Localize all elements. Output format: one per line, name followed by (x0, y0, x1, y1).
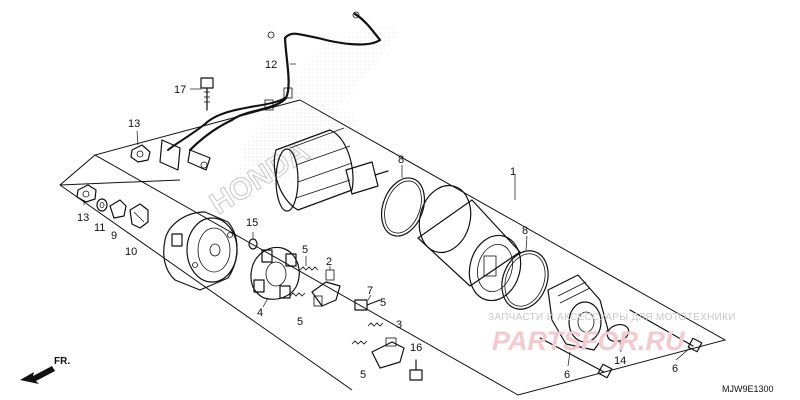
front-cover (547, 274, 609, 351)
callout-5c: 5 (380, 297, 386, 309)
part-7-terminal-bolt (354, 299, 381, 311)
part-8-oring-rear (501, 250, 549, 310)
callout-16: 16 (410, 342, 422, 354)
callout-5a: 5 (302, 244, 308, 256)
callout-13a: 13 (128, 118, 140, 130)
wire-harness (159, 11, 382, 171)
watermark-logo: PARTSFOR.RU (492, 326, 686, 356)
part-13-nut-upper (130, 144, 151, 163)
part-16-screw (409, 359, 423, 381)
diagram-code: MJW9E1300 (722, 384, 774, 394)
callout-8a: 8 (398, 154, 404, 166)
part-2-brush-plate (311, 269, 341, 307)
callout-4: 4 (257, 307, 263, 319)
callout-6b: 6 (672, 363, 678, 375)
assembly-frame (59, 99, 727, 396)
callout-labels: 1 2 3 4 5 5 5 5 6 6 7 8 8 9 10 11 12 13 … (77, 59, 678, 381)
callout-15: 15 (246, 217, 258, 229)
callout-17: 17 (174, 84, 186, 96)
callout-8b: 8 (522, 225, 528, 237)
motor-yoke (417, 184, 522, 302)
part-14-oring (606, 323, 630, 343)
part-4-brush-holder (250, 246, 300, 300)
part-8-oring-front (380, 177, 426, 237)
callout-7: 7 (367, 285, 373, 297)
part-17-bolt (200, 77, 214, 111)
callout-9: 9 (111, 230, 117, 242)
callout-13b: 13 (77, 212, 89, 224)
part-15-washer (248, 238, 258, 250)
callout-6a: 6 (564, 369, 570, 381)
leader-lines (83, 63, 691, 367)
part-3-brush (371, 337, 405, 369)
callout-11: 11 (94, 222, 105, 234)
armature (273, 127, 389, 212)
callout-14: 14 (614, 355, 626, 367)
part-6-long-bolts (539, 309, 703, 379)
terminal-hardware (76, 184, 149, 229)
callout-10: 10 (125, 246, 137, 258)
callout-3: 3 (396, 319, 402, 331)
watermark-caption: ЗАПЧАСТИ И АКСЕССУАРЫ ДЛЯ МОТОТЕХНИКИ (488, 312, 736, 323)
callout-1: 1 (510, 166, 516, 178)
callout-12: 12 (265, 59, 277, 71)
rear-housing (163, 211, 238, 291)
callout-2: 2 (326, 256, 332, 268)
callout-5b: 5 (297, 316, 303, 328)
front-label: FR. (54, 356, 70, 367)
honda-wing-watermark: HONDA (204, 27, 400, 221)
springs (289, 266, 384, 345)
front-arrow-icon: FR. (20, 356, 70, 384)
callout-5d: 5 (360, 369, 366, 381)
